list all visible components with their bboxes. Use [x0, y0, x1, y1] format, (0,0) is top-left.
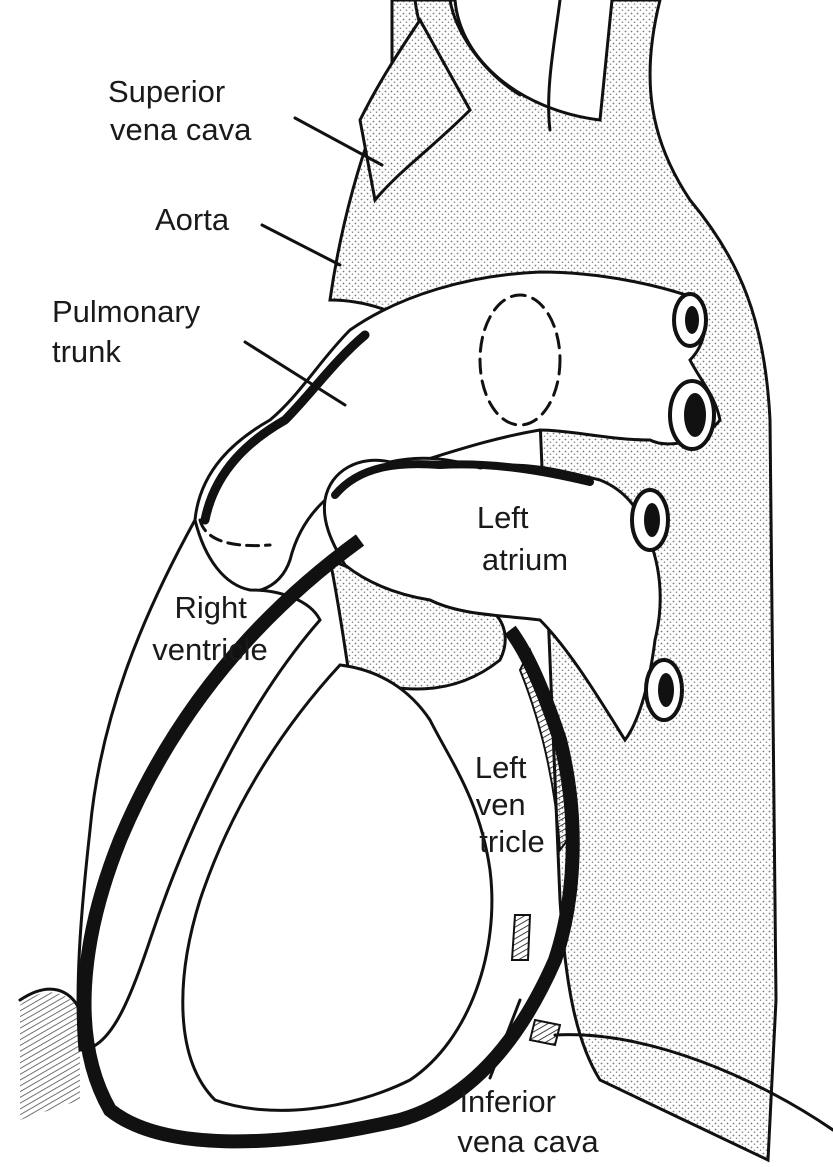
pulmonary-vein-upper-lumen	[644, 503, 660, 537]
label-pulmonary-trunk-line-2: trunk	[52, 334, 121, 369]
label-inferior-vena-cava: Inferior vena cava	[457, 1084, 599, 1159]
pulmonary-vessel-upper-lumen	[685, 306, 699, 334]
pulmonary-vessel-lower-lumen	[684, 393, 706, 437]
label-left-ventricle: Left ven tricle	[475, 750, 545, 859]
label-pulmonary-trunk: Pulmonary trunk	[52, 294, 209, 369]
label-left-ventricle-line-3: tricle	[479, 824, 544, 859]
label-superior-vena-cava-line-2: vena cava	[110, 112, 252, 147]
label-aorta: Aorta	[155, 202, 230, 237]
diaphragm-hatch-left	[20, 992, 80, 1120]
label-left-atrium-line-1: Left	[477, 500, 529, 535]
label-superior-vena-cava: Superior vena cava	[108, 74, 252, 147]
label-inferior-vena-cava-line-1: Inferior	[459, 1084, 555, 1119]
label-superior-vena-cava-line-1: Superior	[108, 74, 225, 109]
label-inferior-vena-cava-line-2: vena cava	[457, 1124, 599, 1159]
label-left-ventricle-line-1: Left	[475, 750, 527, 785]
label-right-ventricle-line-2: ventricle	[152, 632, 267, 667]
label-right-ventricle-line-1: Right	[175, 590, 248, 625]
label-aorta-line-1: Aorta	[155, 202, 230, 237]
leader-aorta	[262, 225, 340, 265]
label-left-atrium-line-2: atrium	[482, 542, 568, 577]
label-left-ventricle-line-2: ven	[476, 787, 526, 822]
label-pulmonary-trunk-line-1: Pulmonary	[52, 294, 201, 329]
pulmonary-vein-lower-lumen	[658, 673, 674, 707]
